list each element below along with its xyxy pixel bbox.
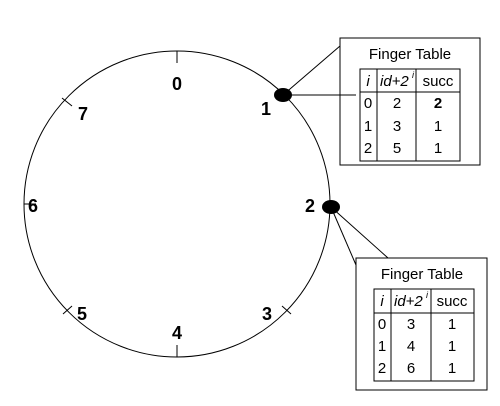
row-2-i: 2 [364,140,372,157]
finger-table-grid [373,288,475,382]
header-i: i [380,293,384,310]
row-2-id: 5 [393,140,401,157]
callout-line-node-1-top [282,45,341,96]
position-label-1: 1 [261,99,271,119]
finger-table-box [339,37,481,166]
row-1-i: 1 [378,338,386,355]
header-id: id+2 [380,73,409,90]
header-id-superscript: i [412,70,415,80]
finger-table-box [355,257,488,391]
row-2-succ: 1 [434,140,442,157]
finger-table-title: Finger Table [381,266,463,283]
header-succ: succ [423,73,454,90]
position-label-4: 4 [172,323,182,343]
position-label-0: 0 [172,74,182,94]
header-id: id+2 [394,293,423,310]
row-0-i: 0 [378,316,386,333]
row-0-i: 0 [364,95,372,112]
row-1-i: 1 [364,118,372,135]
finger-table-grid [359,68,461,162]
position-label-6: 6 [28,196,38,216]
header-i: i [366,73,370,90]
position-label-7: 7 [78,104,88,124]
position-label-2: 2 [305,196,315,216]
row-1-id: 4 [407,338,415,355]
position-label-3: 3 [262,304,272,324]
row-1-id: 3 [393,118,401,135]
row-1-succ: 1 [434,118,442,135]
header-succ: succ [437,293,468,310]
row-2-succ: 1 [448,360,456,377]
row-2-i: 2 [378,360,386,377]
row-1-succ: 1 [448,338,456,355]
tick-mark-7 [61,97,73,107]
finger-table-node-2: Finger Table i id+2 i succ 0 3 1 1 4 1 2… [355,257,488,391]
callout-line-node-2-top [330,206,390,259]
row-0-succ: 2 [434,95,442,112]
tick-mark-5 [62,305,73,315]
row-0-succ: 1 [448,316,456,333]
header-id-superscript: i [426,290,429,300]
finger-table-node-1: Finger Table i id+2 i succ 0 2 2 1 3 1 2… [339,37,481,166]
callout-line-node-2-bottom [330,206,357,266]
row-0-id: 2 [393,95,401,112]
row-2-id: 6 [407,360,415,377]
tick-mark-3 [281,305,292,315]
position-label-5: 5 [77,304,87,324]
row-0-id: 3 [407,316,415,333]
finger-table-title: Finger Table [369,46,451,63]
